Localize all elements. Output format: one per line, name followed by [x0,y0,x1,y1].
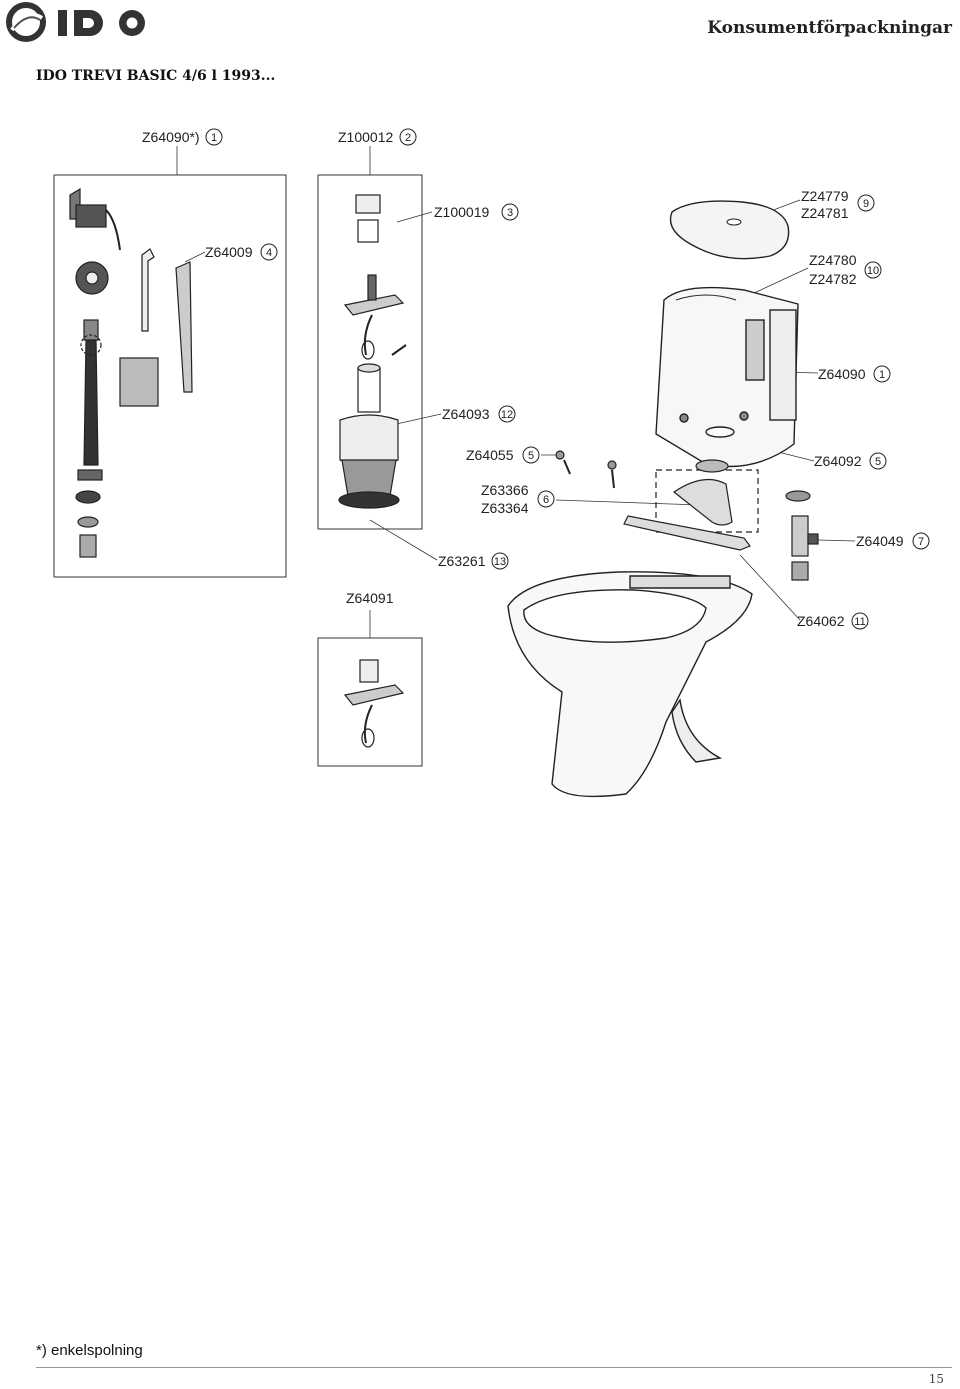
toilet-bowl [507,571,753,798]
part-code-label: Z63261 [438,553,486,569]
item-number-circle [869,452,887,470]
button-parts [343,659,405,748]
part-code-label: Z64009 [205,244,253,260]
item-number: 5 [528,450,534,462]
model-title: IDO TREVI BASIC 4/6 l 1993... [36,68,276,84]
item-number: 5 [875,456,881,468]
item-number: 9 [863,198,869,210]
item-number: 1 [879,369,885,381]
item-number-circle [873,365,891,383]
part-code-label: Z64055 [466,447,514,463]
item-number: 13 [494,556,506,568]
item-number-circle [851,612,869,630]
item-number: 1 [211,132,217,144]
part-code-label: Z24782 [809,271,857,287]
part-code-label: Z64093 [442,406,490,422]
item-number-circle [205,128,223,146]
part-code-label: Z64062 [797,613,845,629]
part-code-label: Z63364 [481,500,529,516]
part-code-label: Z24780 [809,252,857,268]
flush-pipe-group [555,450,759,551]
item-number-circle [912,532,930,550]
item-number-circle [491,552,509,570]
supply-fittings [785,490,819,581]
item-number: 11 [854,616,865,628]
item-number-circle [399,128,417,146]
item-number-circle [864,261,882,279]
lid-button-hole [726,218,742,226]
item-number-circle [857,194,875,212]
part-code-label: Z100019 [434,204,489,220]
section-title: Konsumentförpackningar [707,18,952,38]
part-code-label: Z100012 [338,129,393,145]
flush-valve-parts [338,194,407,509]
fill-valve-parts [69,187,193,558]
footnote: *) enkelspolning [36,1342,143,1359]
item-number-circle [501,203,519,221]
part-code-label: Z24779 [801,188,849,204]
item-number: 4 [266,247,272,259]
item-number: 3 [507,207,513,219]
part-code-label: Z64090 [818,366,866,382]
cistern [655,286,799,468]
part-code-label: Z64092 [814,453,862,469]
item-number: 10 [867,265,879,277]
item-number-circle [522,446,540,464]
item-number: 2 [405,132,411,144]
part-code-label: Z64091 [346,590,394,606]
part-code-label: Z64049 [856,533,904,549]
item-number: 6 [543,494,549,506]
part-code-label: Z63366 [481,482,529,498]
item-number-circle [537,490,555,508]
ido-logo [0,0,170,50]
ido-logo-icon [6,2,145,42]
footer-divider [36,1367,952,1368]
item-number-circle [498,405,516,423]
part-code-label: Z64090*) [142,129,200,145]
cistern-lid [669,200,790,260]
kit-box-fill-valve [53,174,287,578]
item-number: 7 [918,536,924,548]
item-number-circle [260,243,278,261]
page-number: 15 [928,1372,944,1386]
item-number: 12 [501,409,513,421]
part-code-label: Z24781 [801,205,849,221]
